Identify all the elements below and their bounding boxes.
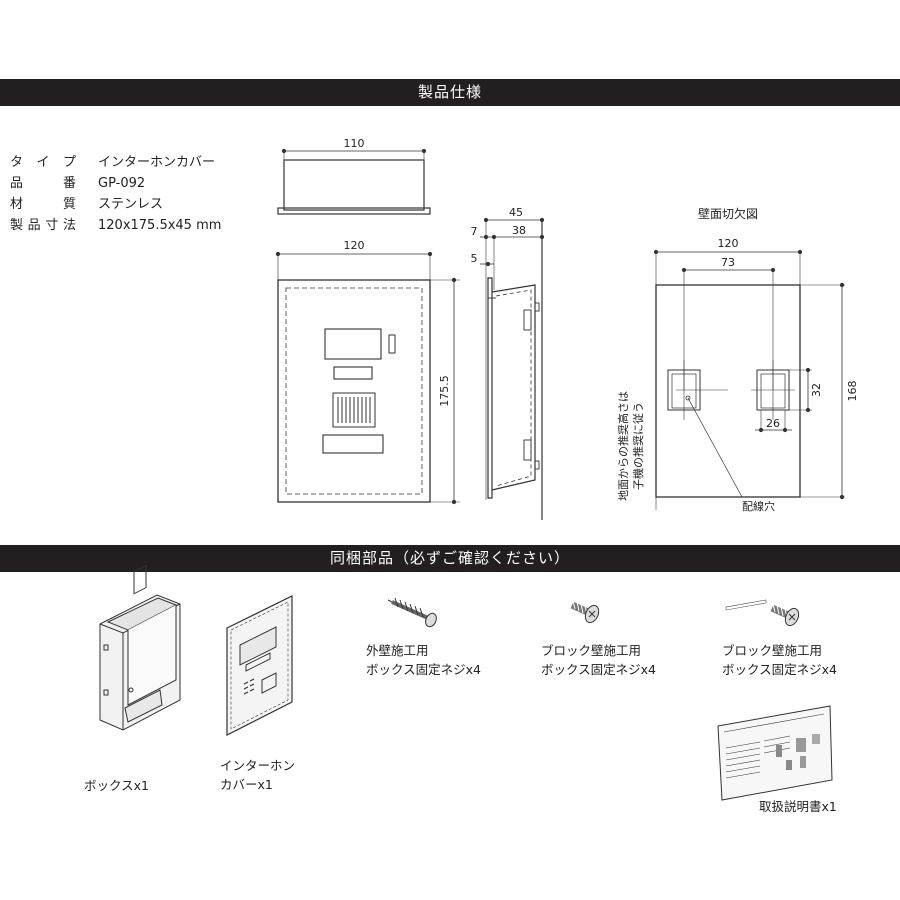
- wall-screw-label-line2: ボックス固定ネジx4: [366, 662, 481, 677]
- block-screw-label-1-line2: ボックス固定ネジx4: [541, 662, 656, 677]
- dim-cut-width: 120: [718, 237, 739, 250]
- spec-row-size: 製品寸法 120x175.5x45 mm: [10, 215, 221, 236]
- block-screw-label-2-line2: ボックス固定ネジx4: [722, 662, 837, 677]
- spec-value-type: インターホンカバー: [98, 155, 216, 170]
- dim-side-7: 7: [471, 225, 478, 238]
- top-view-drawing: [277, 148, 431, 215]
- block-screw-icon-2: [770, 603, 800, 627]
- parts-section-title: 同梱部品（必ずご確認ください）: [329, 549, 570, 567]
- dim-cut-26: 26: [766, 417, 780, 430]
- dim-cut-168: 168: [846, 381, 859, 402]
- spec-row-type: タイプ インターホンカバー: [10, 152, 221, 173]
- box-illustration: [99, 564, 181, 731]
- block-screw-label-2-line1: ブロック壁施工用: [722, 643, 823, 658]
- dim-front-height: 175.5: [438, 375, 451, 407]
- spec-row-material: 材質 ステンレス: [10, 194, 221, 215]
- spec-table: タイプ インターホンカバー 品番 GP-092 材質 ステンレス 製品寸法 12…: [10, 152, 221, 236]
- cover-label-line2: カバーx1: [220, 777, 273, 792]
- spec-label-material: 材質: [10, 197, 76, 212]
- cover-illustration: [226, 595, 293, 736]
- recommend-height-note-2: 子機の推奨に従う: [631, 402, 645, 490]
- dim-cut-32: 32: [810, 383, 823, 397]
- dim-top-width: 110: [344, 137, 365, 150]
- front-view-drawing: [275, 251, 460, 505]
- spec-section-header: 製品仕様: [0, 79, 900, 106]
- spec-label-type: タイプ: [10, 155, 76, 170]
- box-label: ボックスx1: [84, 778, 149, 793]
- cover-label: インターホン カバーx1: [220, 756, 295, 794]
- block-screw-label-1: ブロック壁施工用 ボックス固定ネジx4: [541, 641, 656, 679]
- wall-cutout-drawing: [653, 249, 845, 510]
- spec-row-model: 品番 GP-092: [10, 173, 221, 194]
- wall-screw-icon: [387, 597, 437, 628]
- spec-value-material: ステンレス: [98, 197, 164, 212]
- dim-side-depth: 45: [509, 206, 523, 219]
- block-screw-label-2: ブロック壁施工用 ボックス固定ネジx4: [722, 641, 837, 679]
- spec-value-size: 120x175.5x45 mm: [98, 218, 222, 233]
- side-view-drawing: [480, 217, 545, 520]
- wall-screw-label-line1: 外壁施工用: [366, 643, 429, 658]
- wall-screw-label: 外壁施工用 ボックス固定ネジx4: [366, 641, 481, 679]
- wall-cutout-title: 壁面切欠図: [698, 206, 758, 221]
- manual-label: 取扱説明書x1: [759, 799, 837, 814]
- cover-label-line1: インターホン: [220, 758, 296, 773]
- block-screw-label-1-line1: ブロック壁施工用: [541, 643, 642, 658]
- wiring-hole-label: 配線穴: [742, 499, 775, 513]
- spec-label-size: 製品寸法: [10, 218, 76, 233]
- block-screw-icon-1: [570, 600, 600, 624]
- parts-section-header: 同梱部品（必ずご確認ください）: [0, 545, 900, 572]
- dim-side-38: 38: [512, 224, 526, 237]
- manual-illustration: [717, 599, 833, 801]
- recommend-height-note-1: 地面からの推奨高さは: [616, 391, 630, 501]
- spec-section-title: 製品仕様: [417, 83, 482, 101]
- spec-value-model: GP-092: [98, 176, 146, 191]
- dim-cut-73: 73: [721, 256, 735, 269]
- dim-front-width: 120: [344, 239, 365, 252]
- dim-side-5: 5: [471, 252, 478, 265]
- spec-label-model: 品番: [10, 176, 76, 191]
